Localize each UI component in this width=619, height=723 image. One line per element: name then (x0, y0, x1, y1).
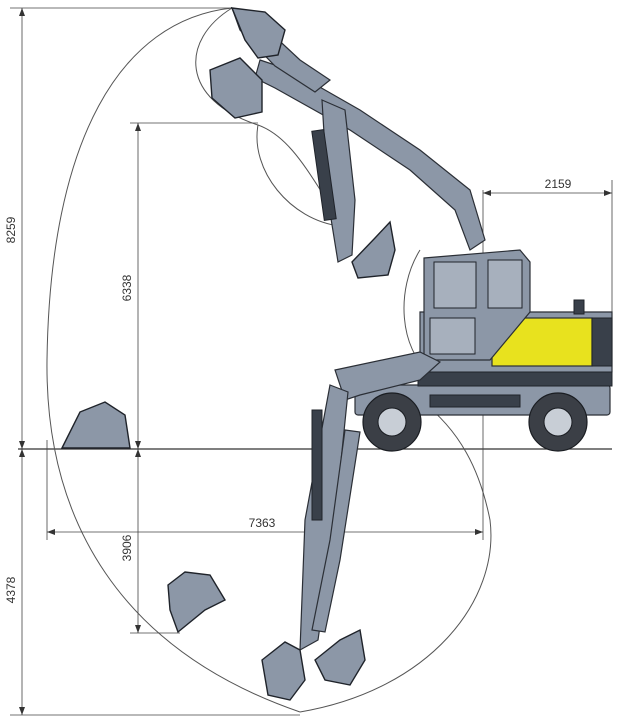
front-wheel-rim (377, 407, 407, 437)
bucket-raised-arm (351, 220, 396, 279)
lowered-arm (299, 384, 349, 652)
dim-4378-arrow-top (19, 449, 25, 457)
dim-3906-label: 3906 (120, 534, 134, 561)
bucket-deep-left (261, 641, 306, 701)
dim-6338-arrow-bottom (135, 441, 141, 449)
cab-window-front (433, 261, 477, 309)
dim-4378-label: 4378 (4, 576, 18, 603)
bucket-ground (60, 401, 131, 449)
dim-7363-arrow-right (475, 529, 483, 535)
lowered-boom-assembly (299, 351, 442, 652)
dim-2159-arrow-right (604, 190, 612, 196)
engine-cover-dark (591, 317, 613, 367)
dim-2159-arrow-left (483, 190, 491, 196)
working-envelope-arc (46, 7, 301, 713)
exhaust-stack (573, 299, 585, 315)
boom-cylinder (311, 129, 337, 221)
bucket-upper (209, 57, 263, 119)
bucket-top (230, 7, 286, 59)
dim-7363-label: 7363 (249, 516, 276, 530)
dim-4378-arrow-bottom (19, 707, 25, 715)
dim-8259-arrow-bottom (19, 441, 25, 449)
rear-wheel-rim (543, 407, 573, 437)
upper-base (417, 371, 613, 387)
bucket-deep-right (314, 628, 366, 686)
dim-8259-label: 8259 (4, 216, 18, 243)
chassis-detail (429, 394, 521, 408)
bucket-vertical-wall (167, 571, 226, 634)
raised-boom (254, 59, 486, 251)
lower-envelope-arc (299, 399, 492, 713)
dim-6338-arrow-top (135, 123, 141, 131)
dim-3906-arrow-bottom (135, 625, 141, 633)
cab-door-window (429, 317, 476, 355)
cab-window-side (487, 259, 523, 309)
arm-cylinder (311, 409, 323, 521)
dim-8259-arrow-top (19, 8, 25, 16)
dim-3906-arrow-top (135, 449, 141, 457)
dim-7363-arrow-left (47, 529, 55, 535)
dim-2159-label: 2159 (545, 177, 572, 191)
lowered-arm-2 (311, 429, 361, 633)
inner-arc-mid (256, 124, 341, 227)
dim-6338-label: 6338 (120, 274, 134, 301)
excavator (354, 249, 613, 452)
